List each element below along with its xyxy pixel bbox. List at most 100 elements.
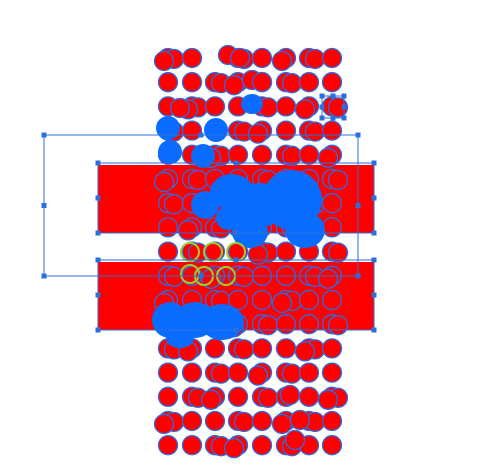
selection-box-outer-handle-1[interactable] [41,132,47,138]
blue-blob-3[interactable] [191,144,215,168]
dot-extra-1[interactable] [229,47,251,69]
selection-box-bar-2-handle-2[interactable] [233,257,239,263]
dot-dup2-r5-c0[interactable] [153,171,175,193]
dot-r2-c5[interactable] [275,96,297,117]
dot-r0-c7[interactable] [321,47,343,69]
selection-box-outer-handle-8[interactable] [355,273,361,279]
dot-r16-c4[interactable] [251,435,273,456]
dot-r15-c1[interactable] [181,410,203,432]
dot-r1-c1[interactable] [181,72,203,93]
blue-blob-5[interactable] [241,94,263,114]
dot-extra-4[interactable] [169,97,191,119]
dot-dup2-r7-c1[interactable] [177,220,199,241]
selection-box-small-handle-6[interactable] [319,115,325,121]
dot-dup-r11-c7[interactable] [327,315,349,336]
dot-r11-c6[interactable] [298,314,320,335]
dot-dup-r8-c7[interactable] [327,242,349,263]
selection-box-outer-handle-5[interactable] [355,203,361,208]
dot-r13-c0[interactable] [157,362,179,383]
dot-dup-r11-c4[interactable] [257,315,279,336]
dot-r15-c4[interactable] [251,410,273,432]
blue-blob-15[interactable] [200,304,244,340]
dot-r14-c3[interactable] [227,386,249,407]
dot-r6-c7[interactable] [321,193,343,214]
dot-dup2-r0-c0[interactable] [153,50,175,72]
dot-dup2-r12-c6[interactable] [294,341,316,362]
dot-dup-r5-c1[interactable] [187,169,209,191]
dot-r12-c7[interactable] [321,338,343,359]
dot-r3-c5[interactable] [275,120,297,141]
dot-r1-c6[interactable] [298,72,320,93]
dot-r3-c7[interactable] [321,120,343,141]
dot-r13-c1[interactable] [181,362,203,383]
dot-r12-c4[interactable] [251,338,273,359]
selection-box-bar-2-handle-1[interactable] [95,257,101,263]
dot-dup-r0-c6[interactable] [304,48,326,70]
dot-r0-c4[interactable] [251,47,273,69]
dot-r10-c3[interactable] [227,289,249,311]
blue-blob-16[interactable] [166,328,194,348]
dot-dup-r1-c5[interactable] [281,73,303,94]
dot-dup2-r3-c4[interactable] [247,123,269,144]
dot-r4-c6[interactable] [298,144,320,165]
dot-r10-c6[interactable] [298,289,320,311]
dot-r0-c1[interactable] [181,47,203,69]
dot-dup2-r9-c7[interactable] [317,268,339,289]
selection-box-bar-2-handle-6[interactable] [95,327,101,333]
selection-box-bar-1-handle-5[interactable] [371,195,377,201]
dot-dup2-r10-c5[interactable] [271,292,293,314]
dot-r7-c7[interactable] [321,217,343,238]
dot-extra-7[interactable] [284,429,306,451]
dot-r13-c3[interactable] [227,362,249,383]
dot-extra-5[interactable] [279,384,301,406]
dot-r10-c4[interactable] [251,289,273,311]
dot-r16-c7[interactable] [321,435,343,456]
dot-dup2-r15-c0[interactable] [153,413,175,435]
dot-dup-r6-c0[interactable] [163,194,185,215]
selection-box-outer-handle-3[interactable] [355,132,361,138]
selection-box-bar-1-handle-3[interactable] [371,160,377,166]
dot-dup2-r1-c3[interactable] [223,75,245,96]
selection-box-bar-2-handle-7[interactable] [233,327,239,333]
dot-dup2-r0-c5[interactable] [271,50,293,72]
dot-r16-c0[interactable] [157,435,179,456]
dot-r12-c2[interactable] [204,338,226,359]
dot-dup-r2-c7[interactable] [327,97,349,118]
selection-box-bar-1-handle-1[interactable] [95,160,101,166]
selection-box-bar-1-handle-8[interactable] [371,230,377,236]
dot-dup-r13-c5[interactable] [281,363,303,384]
dot-r2-c2[interactable] [204,96,226,117]
selection-box-bar-1-handle-2[interactable] [233,160,239,166]
blue-blob-9[interactable] [285,212,325,248]
dot-r11-c5[interactable] [275,314,297,335]
dot-r13-c6[interactable] [298,362,320,383]
selection-box-outer-handle-2[interactable] [198,132,204,138]
blue-blob-10[interactable] [232,216,268,248]
blue-blob-4[interactable] [204,118,228,142]
dot-dup-r13-c2[interactable] [210,363,232,384]
dot-r13-c7[interactable] [321,362,343,383]
dot-dup-r14-c4[interactable] [257,387,279,408]
selection-box-small-handle-4[interactable] [319,104,325,110]
selection-box-outer-handle-4[interactable] [41,203,47,208]
dot-r15-c7[interactable] [321,410,343,432]
dot-r14-c6[interactable] [298,386,320,407]
selection-box-small-handle-8[interactable] [341,115,347,121]
blue-blob-12[interactable] [216,206,240,230]
blue-blob-2[interactable] [158,140,182,164]
dot-dup2-r15-c5[interactable] [271,413,293,435]
selection-box-outer-handle-7[interactable] [198,273,204,279]
selection-box-small-handle-2[interactable] [330,93,336,99]
selection-box-bar-2-handle-4[interactable] [95,292,101,298]
dot-r12-c5[interactable] [275,338,297,359]
dot-dup2-r13-c4[interactable] [247,365,269,386]
dot-r1-c0[interactable] [157,72,179,93]
dot-dup-r12-c3[interactable] [233,339,255,360]
dot-r16-c1[interactable] [181,435,203,456]
dot-dup2-r2-c6[interactable] [294,99,316,120]
selection-box-bar-2-handle-8[interactable] [371,327,377,333]
dot-dup2-r16-c3[interactable] [223,438,245,459]
blue-blob-11[interactable] [191,191,219,219]
selection-box-small-handle-1[interactable] [319,93,325,99]
